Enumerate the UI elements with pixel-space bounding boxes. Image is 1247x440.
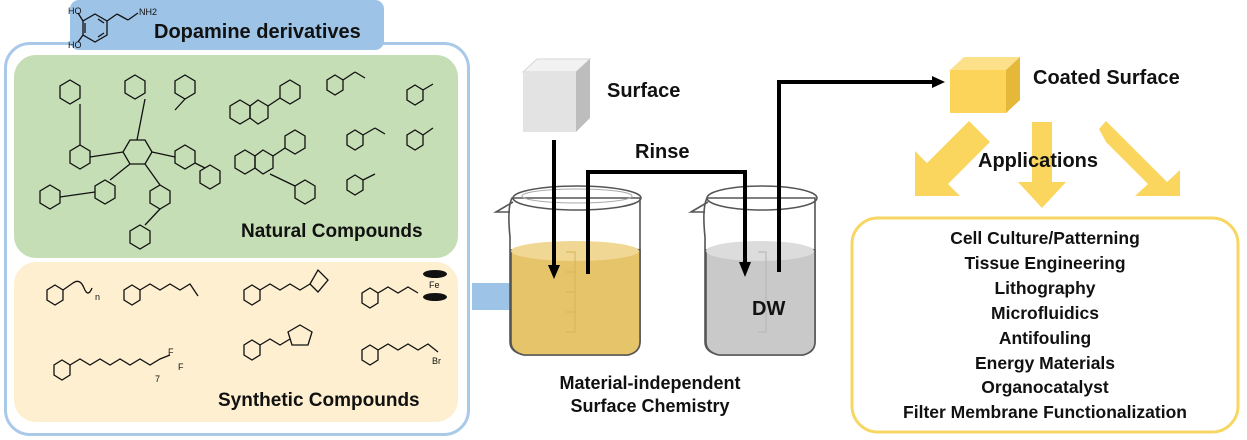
panel-title: Dopamine derivatives (154, 21, 361, 43)
application-arrows (915, 121, 1180, 208)
dw-label: DW (752, 298, 786, 320)
coated-surface-label: Coated Surface (1033, 67, 1180, 89)
applications-box (850, 216, 1240, 434)
application-item: Antifouling (998, 327, 1092, 348)
coated-surface-cube-icon (950, 57, 1020, 113)
arrowheads (548, 76, 945, 279)
applications-label: Applications (978, 150, 1099, 172)
natural-compounds-label: Natural Compounds (241, 221, 423, 242)
surface-cube-icon (521, 58, 592, 132)
application-item: Energy Materials (974, 352, 1116, 373)
caption-line-1: Material-independent (559, 373, 741, 393)
water-rinse-beaker (688, 185, 818, 356)
application-item: Microfluidics (991, 302, 1099, 323)
rinse-label: Rinse (635, 141, 690, 163)
application-item: Lithography (994, 277, 1096, 298)
application-item: Tissue Engineering (964, 252, 1126, 273)
application-item: Organocatalyst (981, 377, 1109, 398)
applications-list: Cell Culture/Patterning Tissue Engineeri… (852, 226, 1238, 425)
application-item: Filter Membrane Functionalization (903, 402, 1187, 423)
flow-arrows (552, 80, 933, 274)
application-item: Cell Culture/Patterning (950, 228, 1140, 248)
process-caption: Material-independent Surface Chemistry (520, 372, 780, 418)
panel-header: Dopamine derivatives (70, 0, 384, 50)
coating-solution-beaker (493, 185, 642, 356)
synthetic-compounds-label: Synthetic Compounds (218, 390, 420, 411)
caption-line-2: Surface Chemistry (570, 396, 730, 416)
surface-label: Surface (607, 80, 681, 102)
